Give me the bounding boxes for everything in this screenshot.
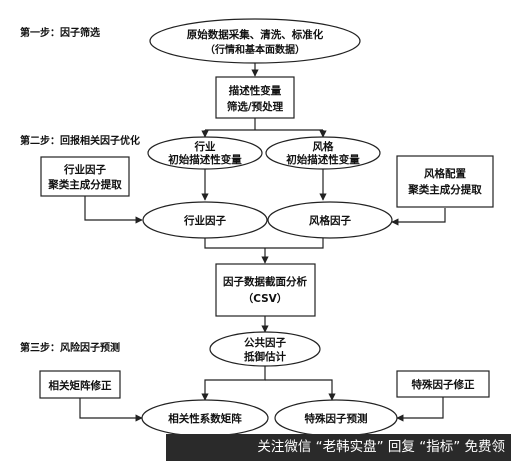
node-raw-data: 原始数据采集、清洗、标准化 （行情和基本面数据）: [149, 18, 361, 64]
edge-style-pca-to-factor: [391, 208, 446, 226]
edge-common-split: [201, 366, 266, 401]
watermark-banner: 关注微信 “老韩实盘” 回复 “指标” 免费领: [166, 434, 511, 461]
edge-common-split-right: [265, 379, 336, 401]
industry-pca-box: [40, 156, 130, 197]
node-corr-fix: 相关矩阵修正: [39, 370, 121, 399]
common-factor-line1: 公共因子: [244, 336, 286, 349]
edge-industry-factor-down: [204, 238, 265, 249]
node-industry-pca: 行业因子 聚类主成分提取: [40, 156, 130, 197]
special-fix-box: [396, 370, 490, 398]
edges: [79, 63, 446, 422]
industry-desc-line2: 初始描述性变量: [168, 153, 242, 166]
csr-box: [215, 263, 316, 317]
descriptor-line2: 筛选/预处理: [227, 100, 284, 113]
raw-data-ellipse: [149, 18, 361, 64]
raw-data-line1: 原始数据采集、清洗、标准化: [187, 28, 324, 41]
style-factor-label: 风格因子: [309, 214, 351, 227]
csr-line1: 因子数据截面分析: [223, 275, 307, 288]
edge-corr-fix-to-matrix: [79, 398, 143, 422]
special-fix-label: 特殊因子修正: [412, 378, 475, 391]
style-pca-box: [396, 155, 494, 208]
node-style-desc: 风格 初始描述性变量: [265, 136, 381, 170]
industry-desc-ellipse: [147, 136, 263, 170]
industry-pca-line1: 行业因子: [63, 163, 106, 176]
style-desc-line2: 初始描述性变量: [286, 153, 360, 166]
node-industry-factor: 行业因子: [142, 201, 268, 239]
node-common-factor: 公共因子 抵御估计: [209, 331, 321, 367]
industry-desc-line1: 行业: [194, 140, 216, 153]
corr-fix-box: [39, 370, 121, 399]
common-factor-ellipse: [209, 331, 321, 367]
raw-data-line2: （行情和基本面数据）: [205, 43, 305, 56]
descriptor-box: [215, 76, 295, 119]
node-corr-matrix: 相关性系数矩阵: [141, 399, 269, 437]
step1-label: 第一步：因子筛选: [20, 26, 100, 39]
industry-pca-line2: 聚类主成分提取: [47, 178, 122, 191]
node-industry-desc: 行业 初始描述性变量: [147, 136, 263, 170]
corr-fix-label: 相关矩阵修正: [49, 379, 112, 392]
node-special-pred: 特殊因子预测: [274, 399, 398, 437]
style-factor-ellipse: [267, 201, 393, 239]
common-factor-line2: 抵御估计: [244, 350, 286, 363]
descriptor-line1: 描述性变量: [229, 84, 282, 97]
node-style-factor: 风格因子: [267, 201, 393, 239]
step3-label: 第三步：风险因子预测: [20, 341, 120, 354]
industry-factor-label: 行业因子: [183, 214, 226, 227]
step2-label: 第二步：回报相关因子优化: [20, 134, 140, 147]
edge-industry-pca-to-factor: [84, 196, 143, 224]
node-csr: 因子数据截面分析 （CSV）: [215, 263, 316, 317]
node-special-fix: 特殊因子修正: [396, 370, 490, 398]
style-desc-ellipse: [265, 136, 381, 170]
industry-factor-ellipse: [142, 201, 268, 239]
style-pca-line2: 聚类主成分提取: [407, 183, 482, 196]
node-descriptor: 描述性变量 筛选/预处理: [215, 76, 295, 119]
csr-line2: （CSV）: [243, 292, 288, 305]
style-pca-line1: 风格配置: [424, 167, 466, 180]
node-style-pca: 风格配置 聚类主成分提取: [396, 155, 494, 208]
edge-special-fix-to-pred: [396, 396, 444, 422]
corr-matrix-label: 相关性系数矩阵: [168, 412, 242, 425]
edge-style-factor-down: [265, 238, 324, 249]
special-pred-label: 特殊因子预测: [305, 412, 368, 425]
style-desc-line1: 风格: [313, 140, 334, 153]
